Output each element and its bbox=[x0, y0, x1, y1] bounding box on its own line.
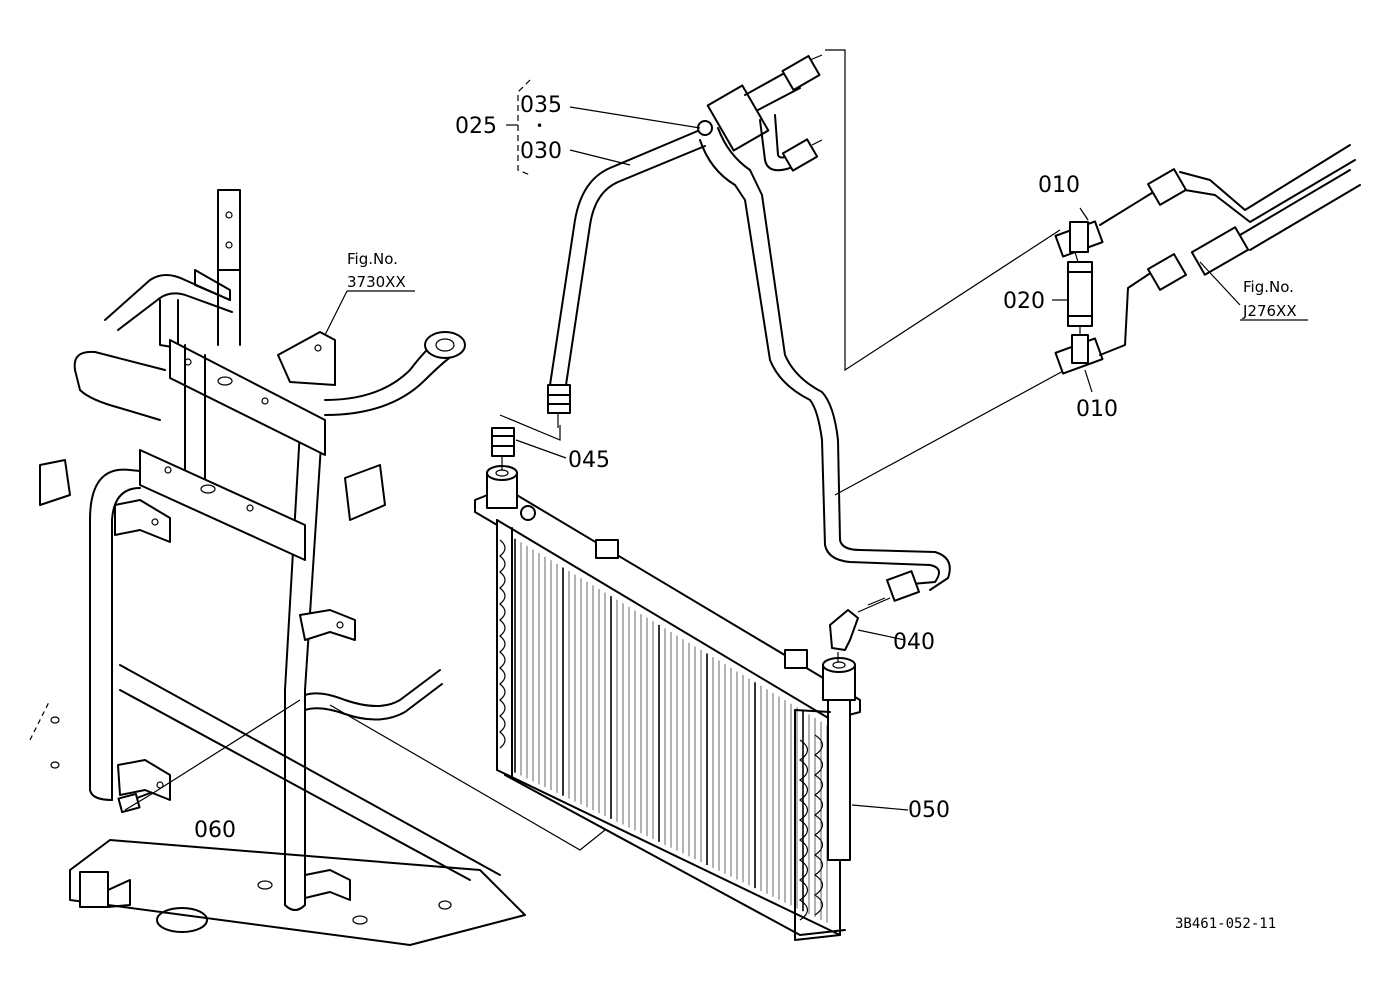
part-040-elbow bbox=[829, 597, 906, 662]
fig-number-left: 3730XX bbox=[347, 273, 406, 291]
part-010-tee-top bbox=[1054, 187, 1161, 263]
part-050-condenser bbox=[329, 465, 861, 941]
part-020-filter bbox=[1052, 261, 1093, 336]
part-045-fitting bbox=[491, 414, 567, 470]
label-060: 060 bbox=[194, 818, 236, 843]
label-040: 040 bbox=[893, 630, 935, 655]
label-050: 050 bbox=[908, 798, 950, 823]
fig-label-left: Fig.No. bbox=[347, 250, 398, 268]
label-035: 035 bbox=[520, 93, 562, 118]
label-020: 020 bbox=[1003, 289, 1045, 314]
label-025: 025 bbox=[455, 114, 497, 139]
fig-number-right: J276XX bbox=[1242, 302, 1297, 320]
label-045: 045 bbox=[568, 448, 610, 473]
part-030-pipe bbox=[547, 129, 706, 428]
reference-lines bbox=[825, 49, 1066, 496]
condenser-frame bbox=[29, 189, 526, 946]
pipe-manifold-top bbox=[697, 54, 823, 172]
drawing-code: 3B461-052-11 bbox=[1175, 916, 1276, 932]
label-010-bottom: 010 bbox=[1076, 397, 1118, 422]
part-035-pipe bbox=[699, 127, 951, 606]
label-010-top: 010 bbox=[1038, 173, 1080, 198]
part-010-tee-bottom bbox=[1054, 269, 1156, 393]
label-030: 030 bbox=[520, 139, 562, 164]
part-060-plug bbox=[117, 699, 301, 814]
hose-J276XX bbox=[1147, 144, 1361, 306]
bracket-025 bbox=[506, 79, 701, 176]
fig-label-right: Fig.No. bbox=[1243, 278, 1294, 296]
label-dot: • bbox=[536, 119, 543, 133]
callout-labels: 025 035 • 030 010 020 010 045 040 050 06… bbox=[194, 93, 1308, 932]
bracket bbox=[79, 871, 109, 908]
